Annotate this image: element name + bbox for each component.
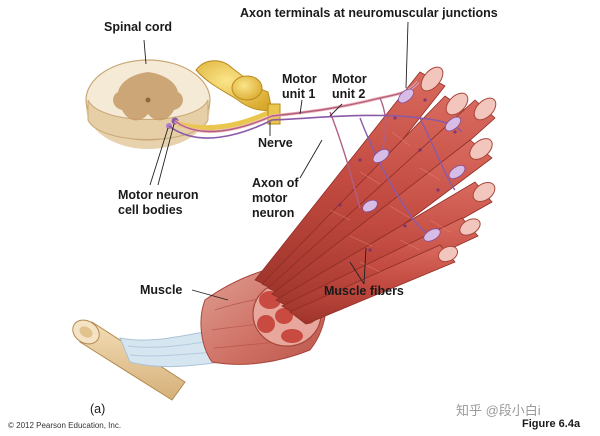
axon-terminals — [362, 88, 466, 242]
axon-label-line1: Axon of — [252, 176, 299, 190]
figure-number: Figure 6.4a — [522, 418, 581, 430]
axon-motor-unit-2 — [168, 114, 463, 233]
spinal-cord — [85, 59, 211, 149]
axon-of-motor-neuron-label: Axon of motor neuron — [252, 176, 299, 221]
leader-lines — [143, 21, 409, 301]
motor-unit-2-line1: Motor — [332, 72, 367, 86]
cell-bodies-line1: Motor neuron — [118, 188, 199, 202]
motor-neuron-cell-bodies-label: Motor neuron cell bodies — [118, 188, 199, 218]
nerve-label: Nerve — [258, 136, 293, 150]
axon-label-line2: motor — [252, 191, 288, 205]
panel-label: (a) — [90, 402, 106, 416]
motor-unit-1-line1: Motor — [282, 72, 317, 86]
muscle-label: Muscle — [140, 283, 183, 297]
axon-terminals-label: Axon terminals at neuromuscular junction… — [240, 6, 498, 20]
dorsal-root-ganglion — [195, 60, 273, 111]
watermark: 知乎 @段小白i — [456, 403, 541, 418]
motor-unit-2-line2: unit 2 — [332, 87, 366, 101]
spinal-cord-label: Spinal cord — [104, 20, 173, 34]
motor-unit-2-label: Motor unit 2 — [332, 72, 367, 102]
copyright-text: © 2012 Pearson Education, Inc. — [8, 421, 122, 430]
cell-bodies-line2: cell bodies — [118, 203, 183, 217]
motor-unit-1-line2: unit 1 — [282, 87, 316, 101]
motor-unit-1-label: Motor unit 1 — [282, 72, 317, 102]
axon-motor-unit-1 — [174, 81, 420, 209]
muscle-fibers-label: Muscle fibers — [324, 284, 404, 298]
axon-label-line3: neuron — [252, 206, 295, 220]
muscle-fibers — [254, 66, 497, 325]
